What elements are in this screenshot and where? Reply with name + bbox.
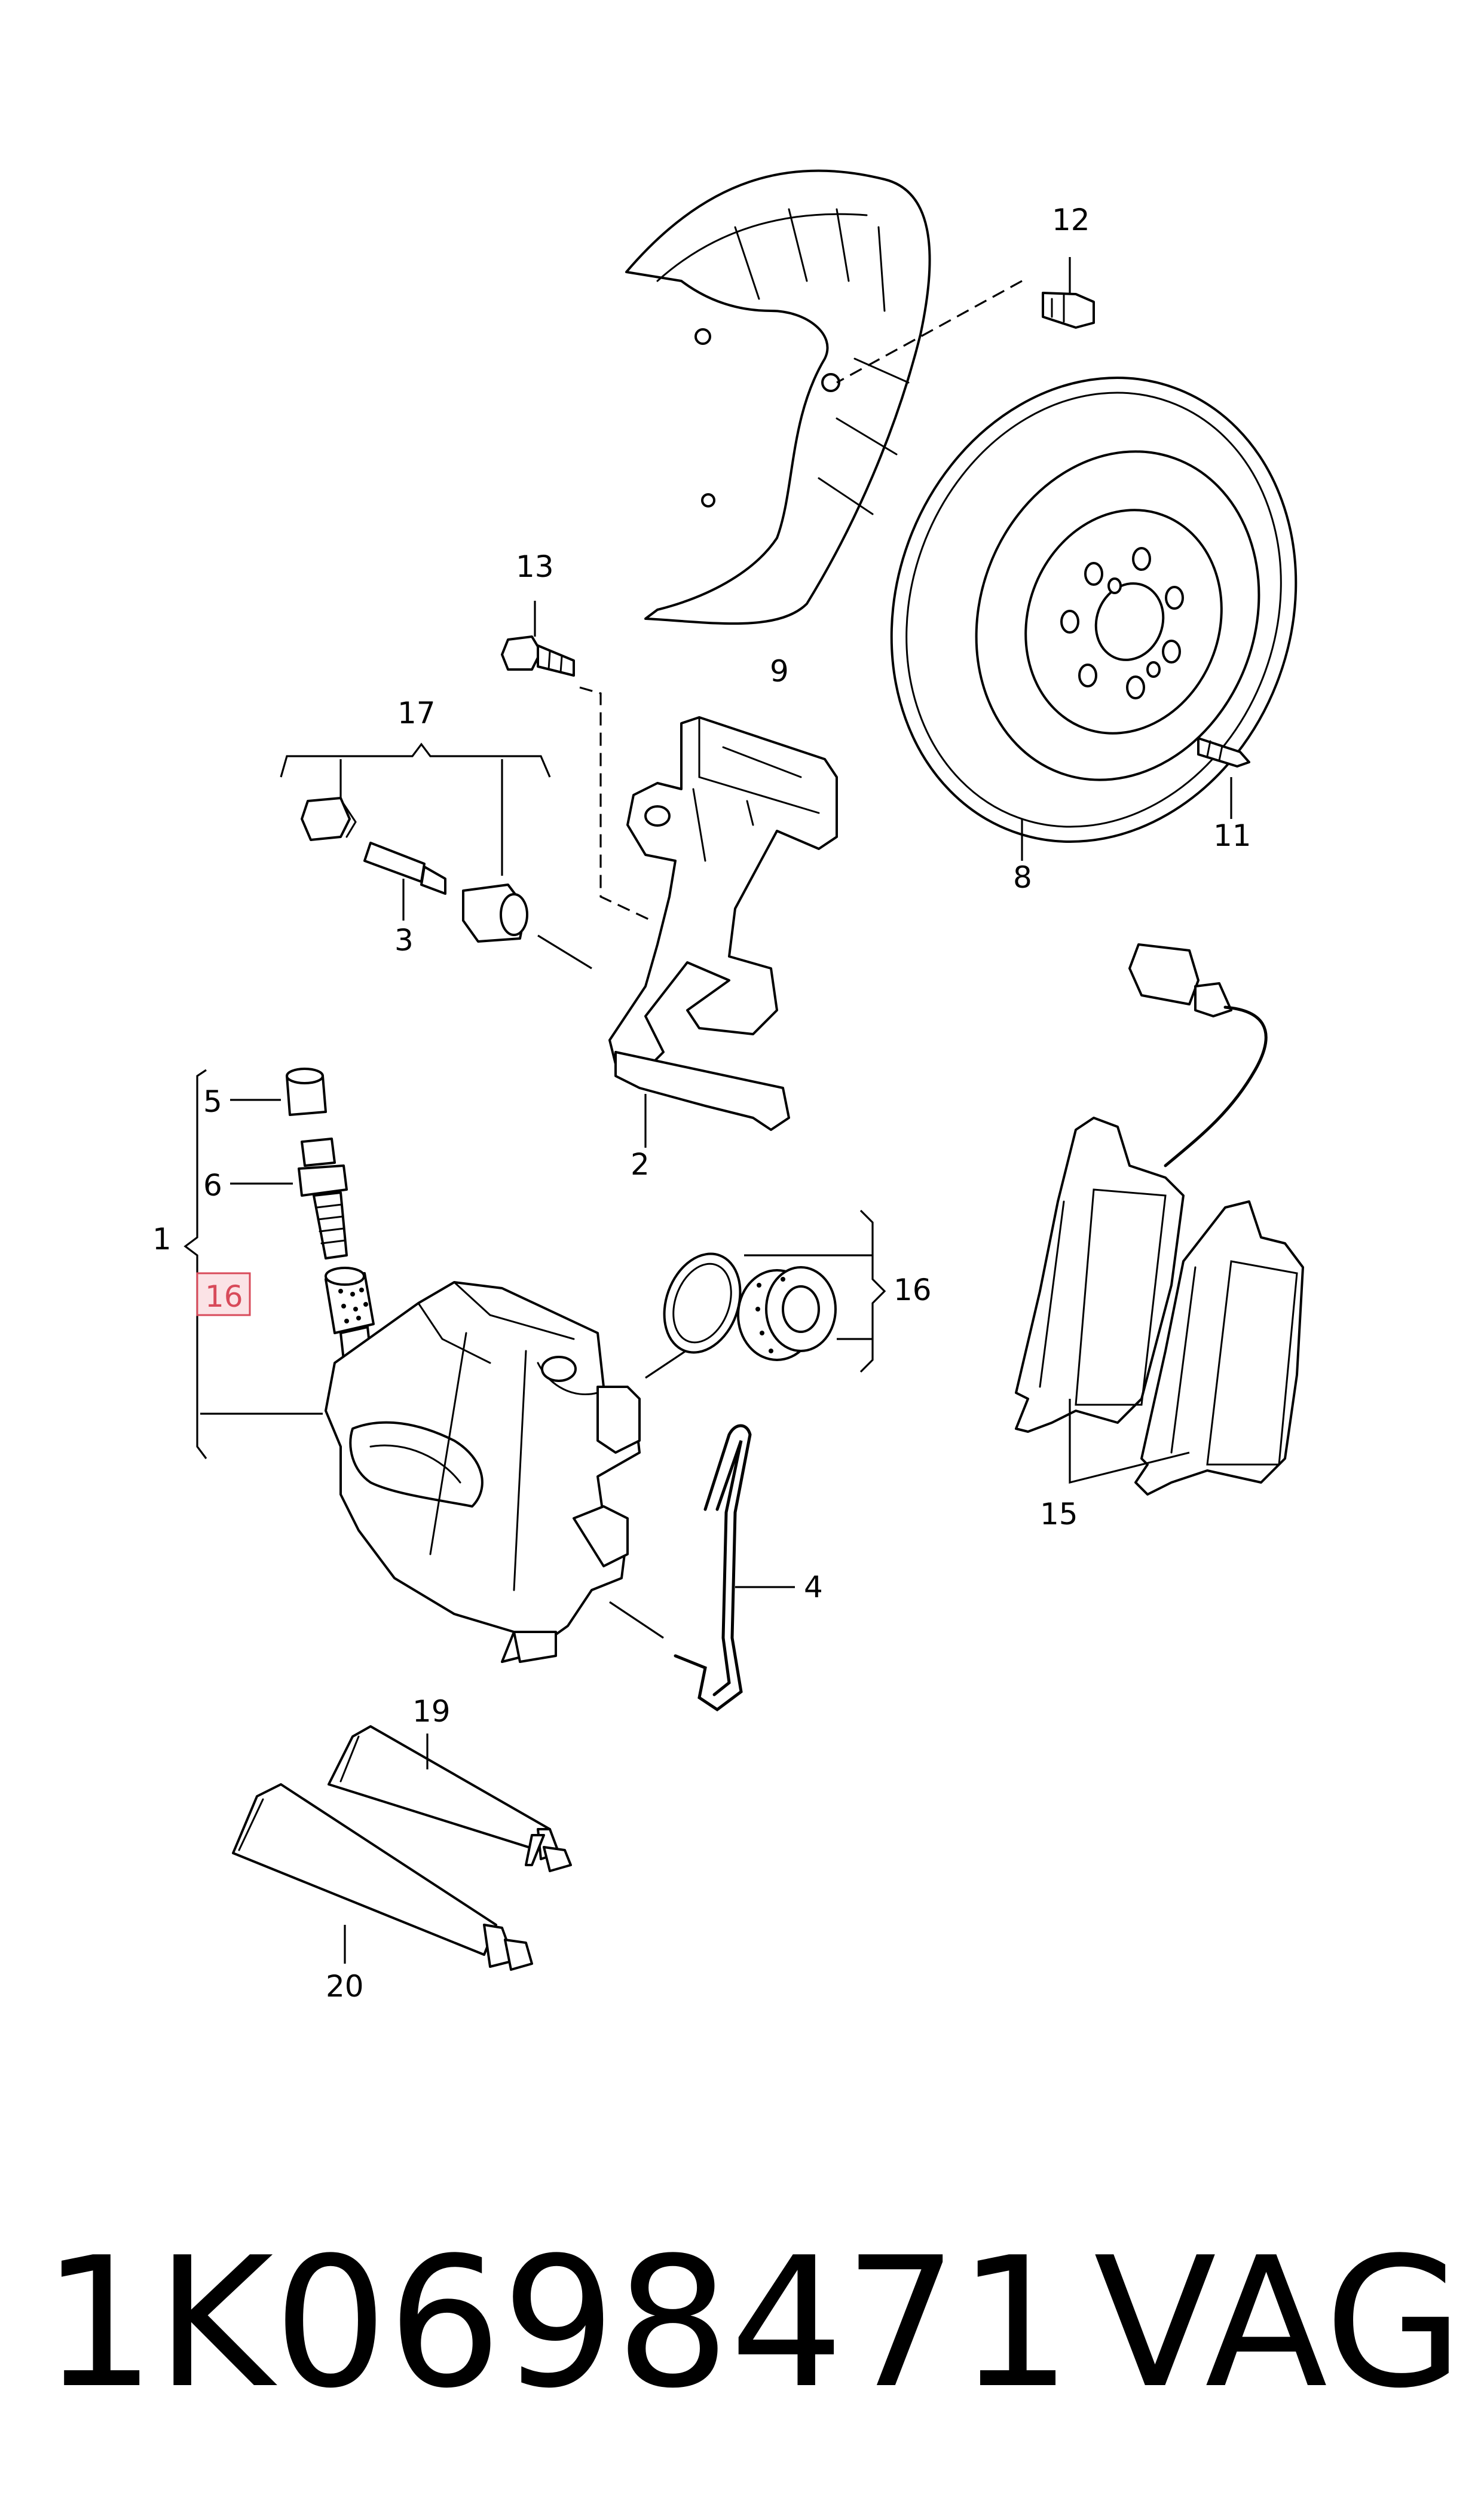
label-3: 3 — [394, 923, 414, 958]
grease-tube-small-part — [328, 1725, 572, 1872]
label-20: 20 — [326, 1969, 364, 2004]
label-8: 8 — [1013, 860, 1032, 895]
label-16: 16 — [894, 1273, 932, 1307]
label-9: 9 — [770, 654, 789, 689]
brake-pad-outer-part — [1134, 1200, 1304, 1496]
bracket-16 — [859, 1209, 886, 1373]
grease-tube-large-part — [232, 1783, 533, 1971]
disc-screw-part — [1197, 737, 1250, 768]
label-17: 17 — [397, 696, 436, 730]
splash-shield-part — [625, 169, 931, 625]
caliper-housing-part — [325, 1281, 641, 1663]
bracket-1 — [183, 1069, 207, 1459]
bleed-cap-part — [286, 1068, 327, 1116]
highlight-16-label: 16 — [205, 1279, 243, 1314]
label-11: 11 — [1213, 818, 1252, 853]
brand-name: VAG — [1094, 2219, 1463, 2428]
bleed-screw-part — [298, 1138, 348, 1260]
label-12: 12 — [1052, 203, 1090, 237]
label-6: 6 — [203, 1168, 222, 1203]
label-13: 13 — [516, 549, 554, 584]
wear-sensor-part — [1128, 943, 1268, 1167]
brake-disc-part — [890, 377, 1298, 843]
guide-pin-part — [363, 842, 446, 895]
bolt-12-path — [836, 280, 1023, 384]
label-1: 1 — [152, 1222, 172, 1257]
caliper-carrier-part — [608, 716, 838, 1131]
carrier-bolt-part — [501, 635, 575, 677]
bolt-13-path — [579, 686, 652, 922]
piston-seal-part — [663, 1252, 742, 1354]
spring-clip-part — [674, 1424, 752, 1712]
label-19: 19 — [412, 1694, 451, 1729]
label-4: 4 — [804, 1570, 823, 1604]
brake-pad-inner-part — [1015, 1117, 1185, 1433]
guide-sleeve-part — [462, 884, 528, 943]
part-number: 1K0698471 — [42, 2219, 1072, 2428]
label-15: 15 — [1040, 1497, 1078, 1531]
piston-part — [737, 1266, 837, 1361]
bracket-17 — [280, 742, 551, 778]
pad-leaders — [1069, 1399, 1190, 1484]
label-2: 2 — [631, 1147, 650, 1182]
label-5: 5 — [203, 1084, 222, 1119]
highlight-16-box — [196, 1272, 251, 1316]
sleeve-cap-part — [301, 797, 357, 841]
shield-bolt-part — [1042, 292, 1095, 329]
